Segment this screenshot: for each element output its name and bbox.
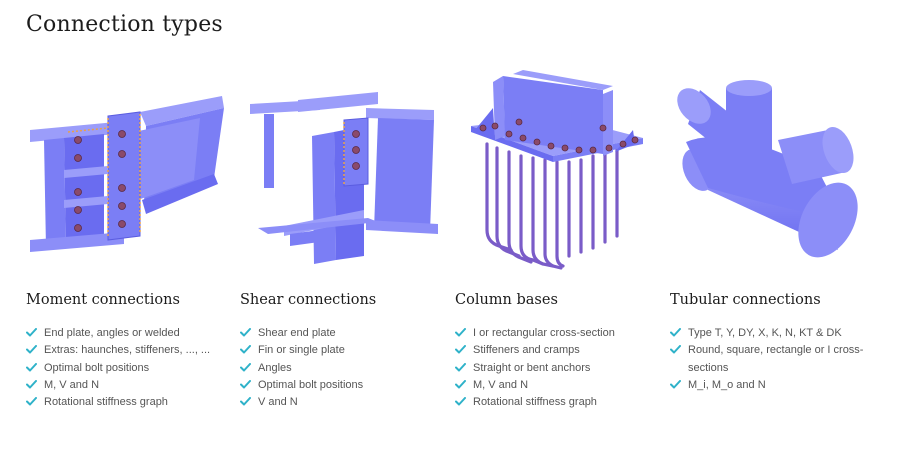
card-title: Shear connections bbox=[240, 292, 377, 308]
card-column-bases: Column bases I or rectangular cross-sect… bbox=[453, 60, 665, 430]
feature-item: Angles bbox=[240, 360, 440, 377]
feature-list: I or rectangular cross-section Stiffener… bbox=[455, 325, 655, 411]
check-icon bbox=[240, 328, 251, 337]
check-icon bbox=[26, 328, 37, 337]
feature-text: Rotational stiffness graph bbox=[473, 396, 597, 409]
check-icon bbox=[455, 362, 466, 372]
check-icon bbox=[26, 362, 37, 372]
feature-text: Optimal bolt positions bbox=[44, 361, 150, 374]
feature-item: Rotational stiffness graph bbox=[26, 394, 226, 411]
shear-connection-illustration bbox=[250, 92, 438, 264]
feature-item: M, V and N bbox=[26, 377, 226, 394]
feature-text: Round, square, rectangle or I cross-sect… bbox=[688, 344, 864, 374]
feature-text: I or rectangular cross-section bbox=[473, 327, 615, 339]
card-tubular-connections: Tubular connections Type T, Y, DY, X, K,… bbox=[668, 60, 880, 430]
check-icon bbox=[26, 397, 37, 406]
check-icon bbox=[455, 397, 466, 406]
feature-text: Extras: haunches, stiffeners, ..., ... bbox=[44, 344, 211, 357]
feature-text: End plate, angles or welded bbox=[44, 327, 180, 339]
feature-text: Optimal bolt positions bbox=[258, 378, 364, 391]
feature-list: Shear end plate Fin or single plate Angl… bbox=[240, 325, 440, 411]
feature-item: End plate, angles or welded bbox=[26, 325, 226, 342]
check-icon bbox=[670, 345, 681, 354]
check-icon bbox=[240, 397, 251, 406]
feature-item: Optimal bolt positions bbox=[26, 360, 226, 377]
check-icon bbox=[455, 379, 466, 389]
feature-item: Fin or single plate bbox=[240, 342, 440, 359]
card-title: Moment connections bbox=[26, 292, 180, 308]
check-icon bbox=[240, 362, 251, 372]
feature-list: End plate, angles or welded Extras: haun… bbox=[26, 325, 226, 411]
check-icon bbox=[26, 345, 37, 354]
check-icon bbox=[670, 379, 681, 389]
feature-text: Shear end plate bbox=[258, 327, 336, 339]
card-title: Tubular connections bbox=[670, 292, 821, 308]
feature-list: Type T, Y, DY, X, K, N, KT & DK Round, s… bbox=[670, 325, 870, 394]
column-base-illustration bbox=[471, 70, 643, 270]
feature-text: Angles bbox=[258, 361, 292, 374]
feature-text: Straight or bent anchors bbox=[473, 361, 591, 374]
tubular-connection-illustration bbox=[677, 80, 858, 258]
feature-item: M_i, M_o and N bbox=[670, 377, 870, 394]
feature-item: V and N bbox=[240, 394, 440, 411]
check-icon bbox=[240, 379, 251, 389]
feature-item: Type T, Y, DY, X, K, N, KT & DK bbox=[670, 325, 870, 342]
check-icon bbox=[26, 379, 37, 389]
moment-connection-illustration bbox=[30, 96, 224, 252]
feature-text: M, V and N bbox=[44, 378, 100, 391]
card-shear-connections: Shear connections Shear end plate Fin or… bbox=[238, 60, 450, 430]
feature-item: Optimal bolt positions bbox=[240, 377, 440, 394]
feature-item: I or rectangular cross-section bbox=[455, 325, 655, 342]
feature-item: Extras: haunches, stiffeners, ..., ... bbox=[26, 342, 226, 359]
check-icon bbox=[455, 328, 466, 337]
feature-text: Stiffeners and cramps bbox=[473, 344, 580, 357]
feature-item: Straight or bent anchors bbox=[455, 360, 655, 377]
check-icon bbox=[455, 345, 466, 354]
feature-item: Round, square, rectangle or I cross-sect… bbox=[670, 342, 870, 377]
feature-item: Rotational stiffness graph bbox=[455, 394, 655, 411]
card-moment-connections: Moment connections End plate, angles or … bbox=[24, 60, 236, 430]
check-icon bbox=[240, 345, 251, 354]
feature-text: Type T, Y, DY, X, K, N, KT & DK bbox=[688, 327, 842, 339]
feature-text: Rotational stiffness graph bbox=[44, 396, 168, 409]
card-title: Column bases bbox=[455, 292, 558, 308]
page-title: Connection types bbox=[26, 12, 223, 37]
check-icon bbox=[670, 328, 681, 337]
feature-item: Shear end plate bbox=[240, 325, 440, 342]
feature-item: Stiffeners and cramps bbox=[455, 342, 655, 359]
feature-item: M, V and N bbox=[455, 377, 655, 394]
feature-text: Fin or single plate bbox=[258, 344, 345, 357]
feature-text: M, V and N bbox=[473, 378, 529, 391]
feature-text: V and N bbox=[258, 396, 298, 409]
feature-text: M_i, M_o and N bbox=[688, 378, 766, 391]
